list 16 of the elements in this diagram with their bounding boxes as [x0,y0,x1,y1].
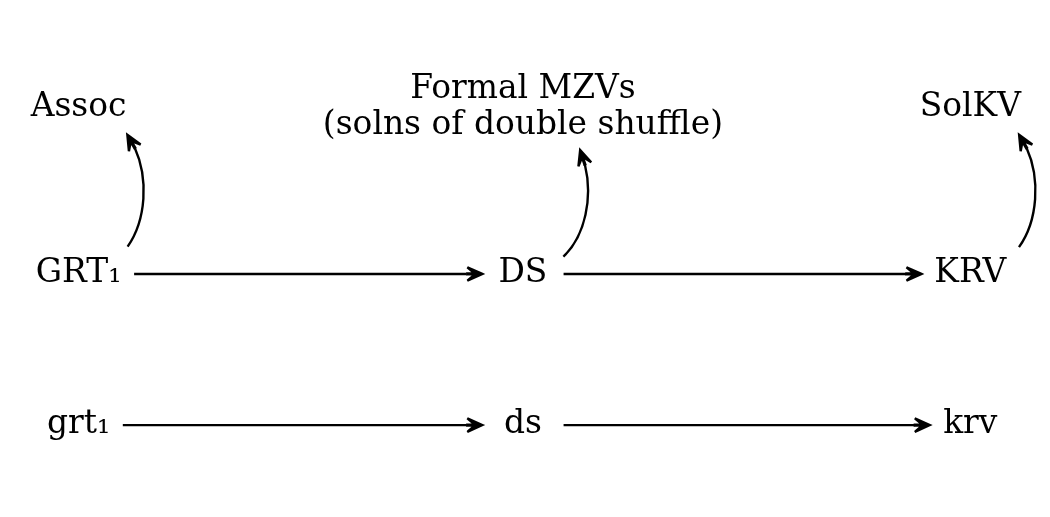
arrow [562,148,593,258]
arrow [134,265,484,282]
node-text: grt₁ [46,401,111,441]
node-text: SolKV [919,84,1021,124]
node-text: KRV [934,250,1007,290]
arrow [563,265,923,282]
arrow [1017,133,1037,248]
arrow [563,416,931,433]
node-text: Assoc [30,84,127,124]
node-text: DS [498,250,548,290]
node-text: ds [503,401,542,441]
arrow [126,133,145,247]
node-text: GRT₁ [35,250,122,290]
node-text: Formal MZVs (solns of double shuffle) [322,66,724,142]
node-text: krv [943,401,998,441]
arrow [122,416,484,433]
